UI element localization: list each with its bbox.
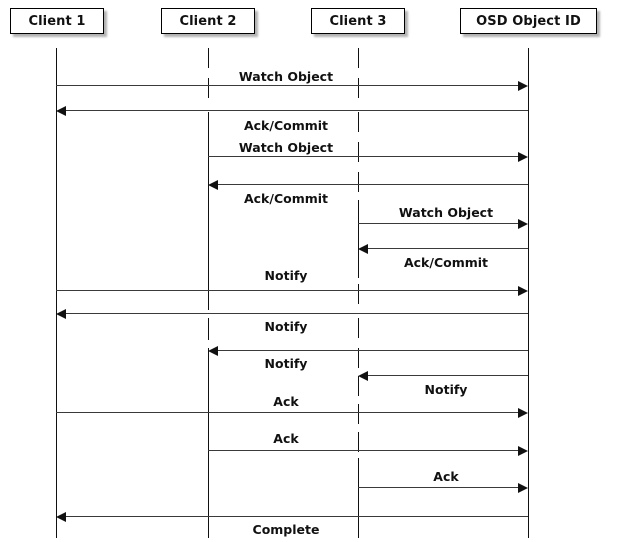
lifeline-client3	[358, 404, 359, 424]
lifeline-client3	[358, 284, 359, 304]
message-line-m10	[367, 375, 528, 376]
message-line-m4	[217, 184, 528, 185]
message-label-m5: Watch Object	[398, 205, 494, 220]
participant-client3[interactable]: Client 3	[311, 8, 405, 34]
participant-osd[interactable]: OSD Object ID	[460, 8, 597, 34]
message-label-m6: Ack/Commit	[403, 255, 489, 270]
message-label-m9: Notify	[264, 356, 308, 371]
arrowhead-right	[518, 408, 528, 418]
message-line-m11	[56, 412, 519, 413]
lifeline-client3	[358, 200, 359, 278]
message-label-m11: Ack	[273, 394, 299, 409]
arrowhead-left	[56, 309, 66, 319]
message-line-m12	[208, 450, 519, 451]
arrowhead-right	[518, 446, 528, 456]
participant-client1[interactable]: Client 1	[10, 8, 104, 34]
message-label-m12: Ack	[273, 431, 299, 446]
lifeline-client3	[358, 112, 359, 132]
message-label-m4: Ack/Commit	[243, 191, 329, 206]
message-line-m2	[65, 110, 528, 111]
arrowhead-right	[518, 152, 528, 162]
message-line-m8	[65, 313, 528, 314]
message-label-m2: Ack/Commit	[243, 118, 329, 133]
message-label-m3: Watch Object	[238, 140, 334, 155]
participant-label: Client 3	[329, 13, 387, 29]
participant-label: OSD Object ID	[476, 13, 581, 29]
arrowhead-right	[518, 81, 528, 91]
arrowhead-left	[56, 106, 66, 116]
lifeline-osd	[528, 48, 529, 538]
message-label-m8: Notify	[264, 319, 308, 334]
arrowhead-left	[208, 180, 218, 190]
lifeline-client3	[358, 458, 359, 538]
message-line-m7	[56, 290, 519, 291]
arrowhead-left	[56, 512, 66, 522]
lifeline-client3	[358, 432, 359, 452]
lifeline-client2	[208, 48, 209, 68]
message-line-m6	[367, 248, 528, 249]
message-label-m1: Watch Object	[238, 69, 334, 84]
lifeline-client1	[56, 48, 57, 538]
lifeline-client3	[358, 376, 359, 396]
lifeline-client3	[358, 142, 359, 162]
lifeline-client3	[358, 318, 359, 338]
message-line-m9	[217, 350, 528, 351]
lifeline-client3	[358, 348, 359, 368]
message-line-m13	[358, 487, 519, 488]
message-line-m14	[65, 516, 528, 517]
message-label-m10: Notify	[424, 382, 468, 397]
message-label-m14: Complete	[252, 522, 320, 537]
arrowhead-left	[358, 244, 368, 254]
arrowhead-left	[208, 346, 218, 356]
lifeline-client3	[358, 172, 359, 192]
arrowhead-right	[518, 219, 528, 229]
arrowhead-right	[518, 286, 528, 296]
message-label-m7: Notify	[264, 268, 308, 283]
lifeline-client2	[208, 112, 209, 310]
message-line-m3	[208, 156, 519, 157]
lifeline-client2	[208, 318, 209, 340]
lifeline-client2	[208, 348, 209, 538]
participant-client2[interactable]: Client 2	[161, 8, 255, 34]
message-line-m1	[56, 85, 519, 86]
participant-label: Client 2	[179, 13, 237, 29]
message-label-m13: Ack	[433, 469, 459, 484]
lifeline-client3	[358, 78, 359, 98]
lifeline-client2	[208, 78, 209, 98]
participant-label: Client 1	[28, 13, 86, 29]
arrowhead-left	[358, 371, 368, 381]
message-line-m5	[358, 223, 519, 224]
lifeline-client3	[358, 48, 359, 68]
arrowhead-right	[518, 483, 528, 493]
